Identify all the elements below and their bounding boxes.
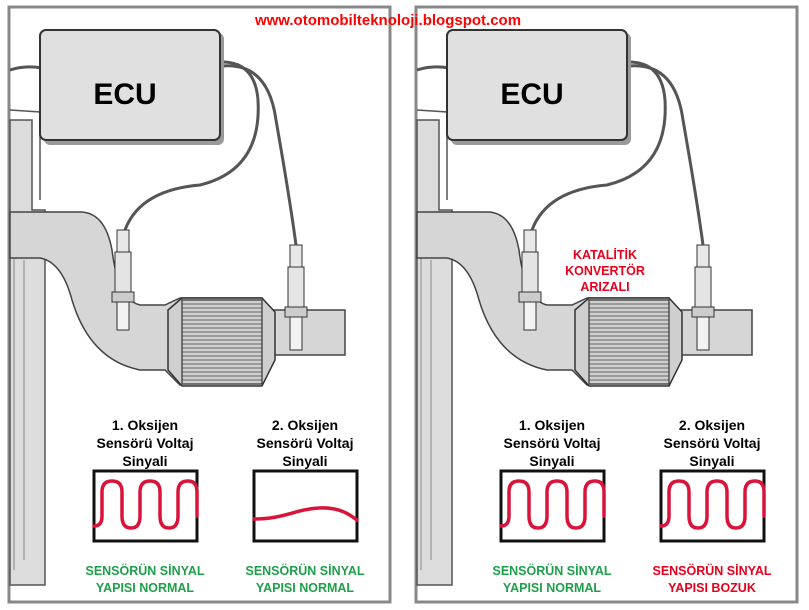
sensor-signal-title: Sinyali — [529, 453, 574, 469]
sensor-cable-end — [289, 244, 303, 268]
sensor-signal-title: 2. Oksijen — [679, 417, 745, 433]
ecu-label: ECU — [93, 78, 156, 111]
sensor-signal-title: 2. Oksijen — [272, 417, 338, 433]
converter-fault-label: ARIZALI — [580, 280, 629, 294]
ecu-box — [446, 29, 628, 141]
catalytic-converter — [574, 297, 683, 387]
ecu-label: ECU — [500, 78, 563, 111]
sensor-tip — [696, 316, 710, 351]
sensor-2-wire — [221, 64, 298, 246]
signal-waveform — [659, 479, 766, 530]
sensor-cable-end — [116, 229, 130, 253]
signal-waveform — [252, 506, 359, 522]
signal-status-label: SENSÖRÜN SİNYAL — [85, 563, 204, 578]
sensor-body — [694, 266, 712, 308]
converter-grille — [182, 303, 262, 381]
converter-fault-label: KONVERTÖR — [565, 263, 645, 278]
sensor-1-wire — [530, 60, 667, 231]
signal-status-label: YAPISI NORMAL — [256, 581, 355, 595]
sensor-hex — [284, 306, 308, 318]
sensor-signal-title: Sinyali — [122, 453, 167, 469]
signal-status-label: SENSÖRÜN SİNYAL — [652, 563, 771, 578]
oxygen-sensor-1 — [111, 229, 135, 331]
sensor-cable-end — [523, 229, 537, 253]
sensor-signal-title: Sensörü Voltaj — [97, 435, 194, 451]
sensor-signal-title: Sinyali — [689, 453, 734, 469]
signal-status-label: YAPISI NORMAL — [503, 581, 602, 595]
sensor-tip — [116, 301, 130, 331]
converter-grille — [589, 303, 669, 381]
sensor-hex — [111, 291, 135, 303]
converter-fault-label: KATALİTİK — [573, 247, 637, 262]
converter-core — [181, 299, 263, 385]
sensor-tip — [289, 316, 303, 351]
sensor-1-wire — [123, 60, 260, 231]
sensor-cable-end — [696, 244, 710, 268]
signal-status-label: SENSÖRÜN SİNYAL — [245, 563, 364, 578]
signal-status-label: YAPISI BOZUK — [668, 581, 756, 595]
sensor-signal-title: 1. Oksijen — [519, 417, 585, 433]
sensor-hex — [518, 291, 542, 303]
oxygen-sensor-1 — [518, 229, 542, 331]
engine-detail — [420, 255, 432, 570]
ecu-box — [39, 29, 221, 141]
sensor-2-wire — [628, 64, 705, 246]
sensor-signal-title: Sinyali — [282, 453, 327, 469]
engine-detail — [13, 255, 25, 570]
sensor-body — [521, 251, 539, 293]
sensor-signal-title: 1. Oksijen — [112, 417, 178, 433]
signal-waveform — [499, 479, 606, 530]
signal-status-label: SENSÖRÜN SİNYAL — [492, 563, 611, 578]
catalytic-converter — [167, 297, 276, 387]
signal-status-label: YAPISI NORMAL — [96, 581, 195, 595]
oxygen-sensor-2 — [284, 244, 308, 351]
sensor-signal-title: Sensörü Voltaj — [504, 435, 601, 451]
sensor-body — [287, 266, 305, 308]
sensor-signal-title: Sensörü Voltaj — [664, 435, 761, 451]
oxygen-sensor-2 — [691, 244, 715, 351]
signal-graph-box — [252, 469, 359, 543]
sensor-body — [114, 251, 132, 293]
converter-core — [588, 299, 670, 385]
signal-waveform — [92, 479, 199, 530]
site-url: www.otomobilteknoloji.blogspot.com — [254, 12, 521, 29]
sensor-signal-title: Sensörü Voltaj — [257, 435, 354, 451]
sensor-tip — [523, 301, 537, 331]
sensor-hex — [691, 306, 715, 318]
